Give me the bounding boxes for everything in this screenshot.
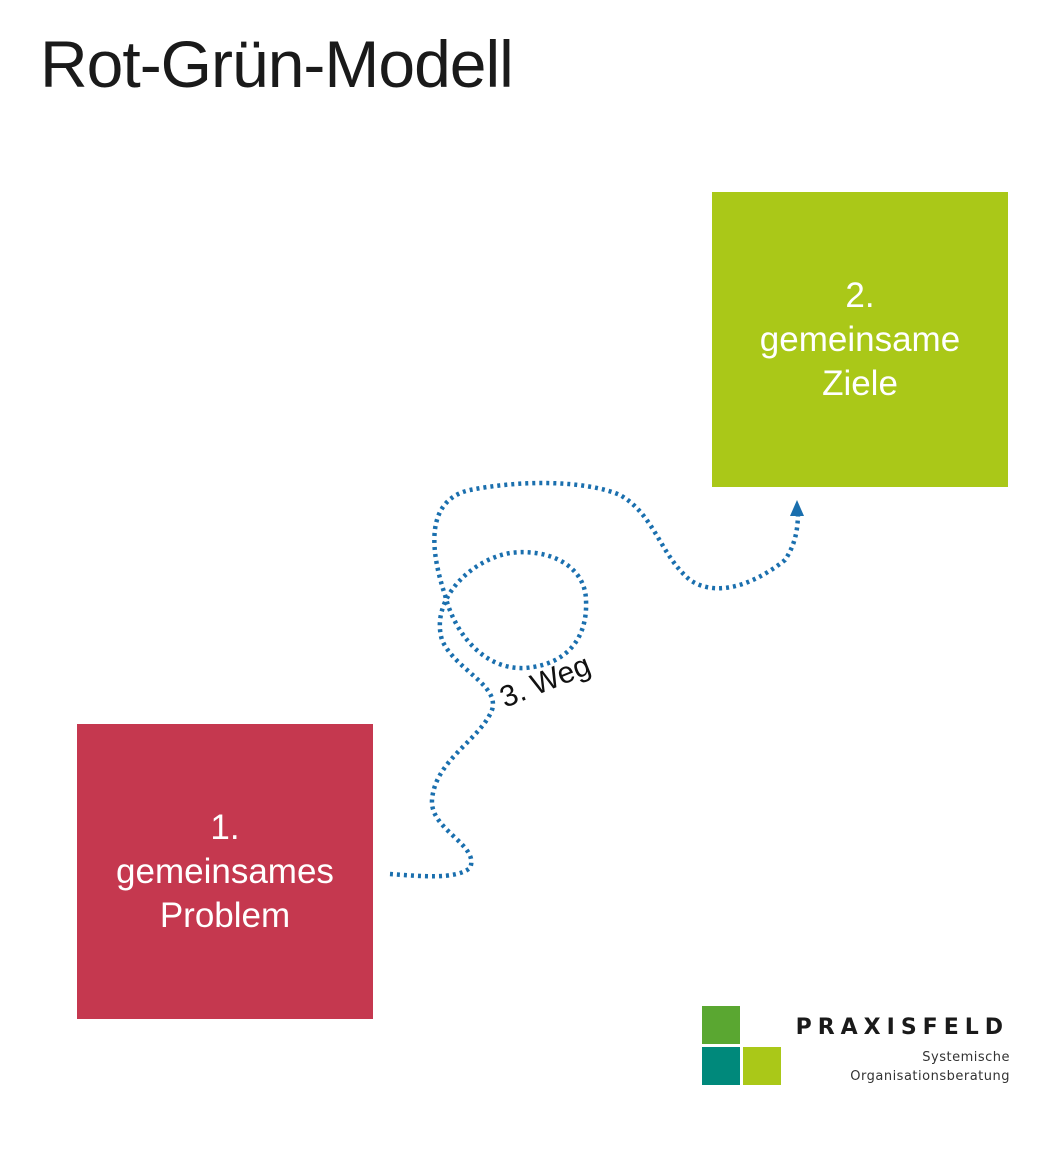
logo-square-lime bbox=[743, 1047, 781, 1085]
page-title: Rot-Grün-Modell bbox=[40, 27, 514, 101]
path-label: 3. Weg bbox=[495, 648, 595, 714]
goals-box: 2. gemeinsame Ziele bbox=[712, 192, 1008, 487]
logo-tagline-1: Systemische bbox=[922, 1050, 1010, 1065]
logo-square-green bbox=[702, 1006, 740, 1044]
logo-tagline-2: Organisationsberatung bbox=[850, 1069, 1010, 1084]
logo-square-teal bbox=[702, 1047, 740, 1085]
goals-label-line1: gemeinsame bbox=[759, 319, 961, 359]
logo-brand: PRAXISFELD bbox=[795, 1015, 1009, 1040]
praxisfeld-logo: PRAXISFELD Systemische Organisationsbera… bbox=[688, 998, 1034, 1098]
problem-box: 1. gemeinsames Problem bbox=[77, 724, 373, 1019]
goals-number: 2. bbox=[845, 275, 875, 315]
goals-label-line2: Ziele bbox=[822, 363, 898, 403]
winding-path-line bbox=[389, 480, 801, 879]
path-arrowhead-icon bbox=[790, 500, 804, 516]
problem-number: 1. bbox=[210, 807, 240, 847]
problem-label-line1: gemeinsames bbox=[116, 851, 334, 891]
problem-label-line2: Problem bbox=[159, 895, 291, 935]
